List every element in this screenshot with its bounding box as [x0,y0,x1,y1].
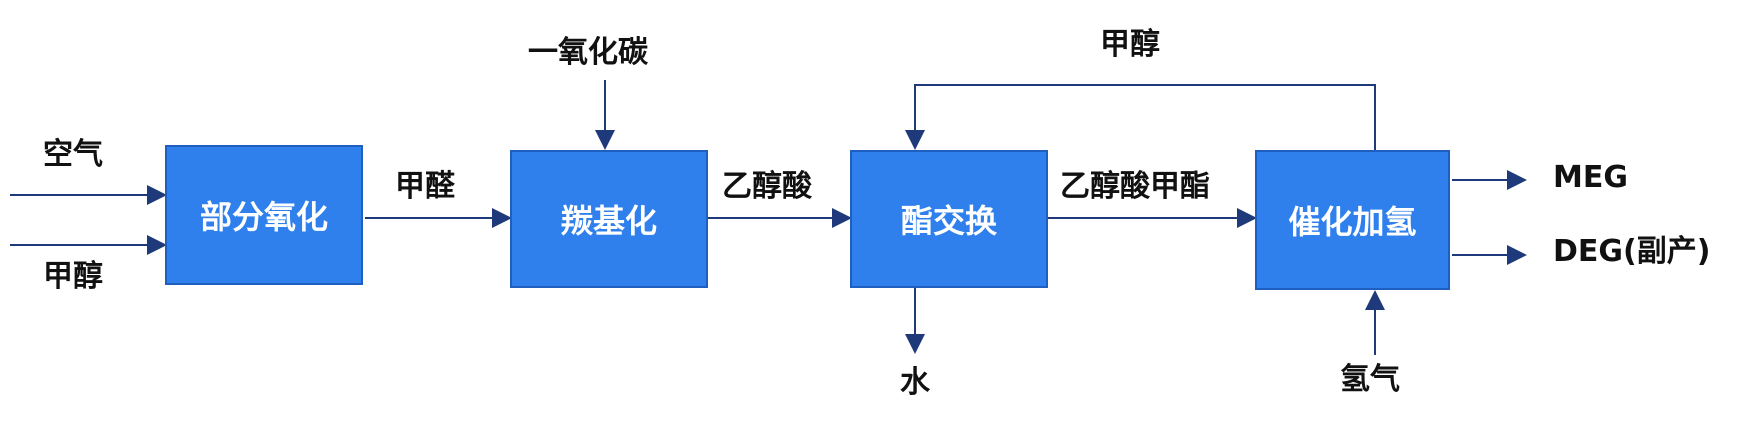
hydrogen-label: 氢气 [1340,362,1400,397]
glycolic-acid-label: 乙醇酸 [722,169,812,204]
partial-oxidation-box: 部分氧化 [165,145,363,285]
formaldehyde-label: 甲醛 [395,169,455,204]
deg-label: DEG(副产) [1553,234,1711,269]
methanol-in-label: 甲醇 [43,259,103,294]
methanol-recycle-line [905,84,1376,150]
meg-label: MEG [1553,160,1628,195]
water-label: 水 [900,365,930,400]
transesterification-box: 酯交换 [850,150,1048,288]
air-label: 空气 [43,137,103,172]
hydrogenation-box: 催化加氢 [1255,150,1450,290]
methanol-recycle-label: 甲醇 [1100,27,1160,62]
carbon-monoxide-label: 一氧化碳 [528,35,648,70]
carbonylation-box: 羰基化 [510,150,708,288]
methyl-glycolate-label: 乙醇酸甲酯 [1060,169,1210,204]
